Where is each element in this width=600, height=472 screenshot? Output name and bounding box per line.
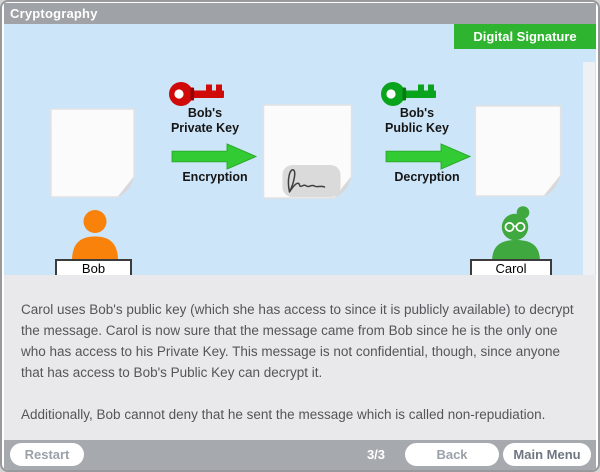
public-key-label-line1: Bob's: [399, 106, 435, 120]
public-key-label-line2: Public Key: [385, 121, 449, 135]
private-key-icon: [168, 81, 230, 107]
bob-name-tag: Bob: [55, 259, 132, 279]
page-title: Cryptography: [10, 6, 98, 21]
narration-paragraph-1: Carol uses Bob's public key (which she h…: [21, 302, 574, 380]
carol-person-icon: [485, 205, 547, 262]
private-key-label-line1: Bob's: [187, 106, 223, 120]
private-key-label-line2: Private Key: [170, 121, 240, 135]
bob-name-label: Bob: [81, 261, 106, 276]
carol-name-tag: Carol: [470, 259, 552, 279]
main-menu-button[interactable]: Main Menu: [503, 443, 591, 466]
signed-document-icon: [262, 104, 353, 199]
player-footer: Restart 3/3 Back Main Menu: [4, 440, 596, 470]
decryption-arrow-icon: [385, 143, 472, 170]
encryption-arrow-icon: [171, 143, 258, 170]
signature-icon: [282, 165, 341, 197]
back-button[interactable]: Back: [405, 443, 499, 466]
message-document-icon: [50, 108, 135, 198]
title-bar: Cryptography: [4, 3, 596, 24]
encryption-label: Encryption: [182, 170, 248, 184]
carol-name-label: Carol: [495, 261, 527, 276]
slide-stage: Bob's Private Key Encryption Bob's Publi…: [4, 24, 596, 279]
topic-badge: Digital Signature: [454, 24, 596, 49]
stage-right-gutter: [583, 62, 595, 275]
narration-paragraph-2: Additionally, Bob cannot deny that he se…: [21, 407, 546, 422]
narration-panel: Carol uses Bob's public key (which she h…: [4, 275, 596, 440]
page-indicator: 3/3: [366, 447, 386, 462]
decryption-label: Decryption: [394, 170, 460, 184]
public-key-icon: [380, 81, 442, 107]
decrypted-document-icon: [473, 105, 563, 197]
topic-badge-label: Digital Signature: [473, 29, 577, 44]
restart-button[interactable]: Restart: [10, 443, 84, 466]
bob-person-icon: [67, 209, 123, 261]
